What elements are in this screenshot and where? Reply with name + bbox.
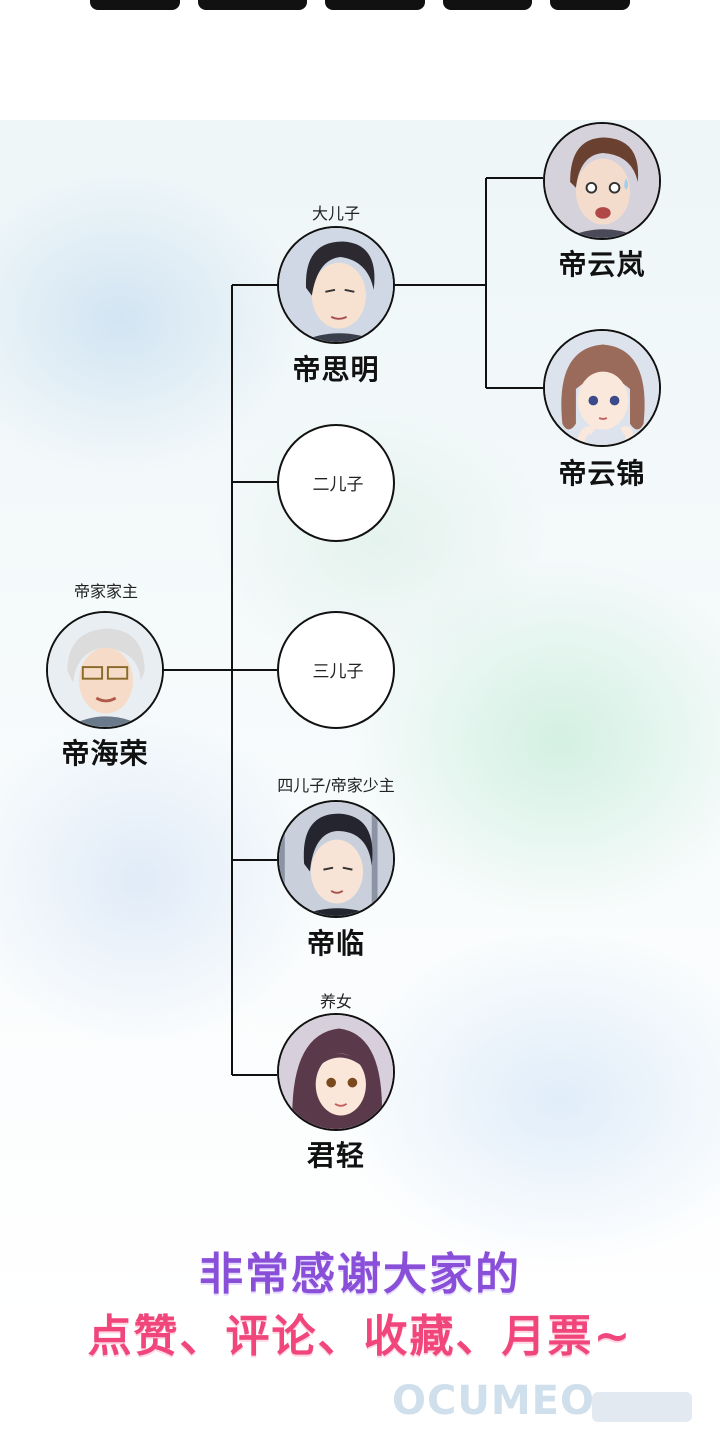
label-second-son: 二儿子 [312, 475, 364, 495]
thanks-line-1: 非常感谢大家的 [199, 1249, 521, 1300]
name-junqing: 君轻 [306, 1139, 365, 1172]
role-siming: 大儿子 [311, 204, 360, 223]
avatar-lin [277, 800, 395, 918]
shocked-man-portrait [545, 124, 659, 238]
avatar-yunlan [543, 122, 661, 240]
watermark-badge [592, 1392, 692, 1422]
watermark-logo: OCUMEO [392, 1378, 595, 1424]
avatar-yunjin [543, 329, 661, 447]
placeholder-second-son: 二儿子 [277, 424, 395, 542]
girl-brown-hair-portrait [545, 331, 659, 445]
role-haironge: 帝家家主 [73, 582, 138, 601]
man-portrait [279, 228, 393, 342]
name-lin: 帝临 [306, 927, 365, 960]
young-man-portrait [279, 802, 393, 916]
role-junqing: 养女 [319, 992, 352, 1011]
label-third-son: 三儿子 [312, 662, 364, 682]
thanks-line-2: 点赞、评论、收藏、月票~ [87, 1311, 633, 1362]
name-haironge: 帝海荣 [61, 737, 149, 770]
name-yunjin: 帝云锦 [558, 457, 646, 490]
name-siming: 帝思明 [292, 353, 380, 386]
avatar-siming [277, 226, 395, 344]
avatar-haironge [46, 611, 164, 729]
girl-portrait [279, 1015, 393, 1129]
elderly-man-portrait [48, 613, 162, 727]
placeholder-third-son: 三儿子 [277, 611, 395, 729]
cropped-title-fragment [90, 0, 630, 10]
avatar-junqing [277, 1013, 395, 1131]
role-lin: 四儿子/帝家少主 [277, 776, 395, 795]
name-yunlan: 帝云岚 [558, 248, 646, 281]
